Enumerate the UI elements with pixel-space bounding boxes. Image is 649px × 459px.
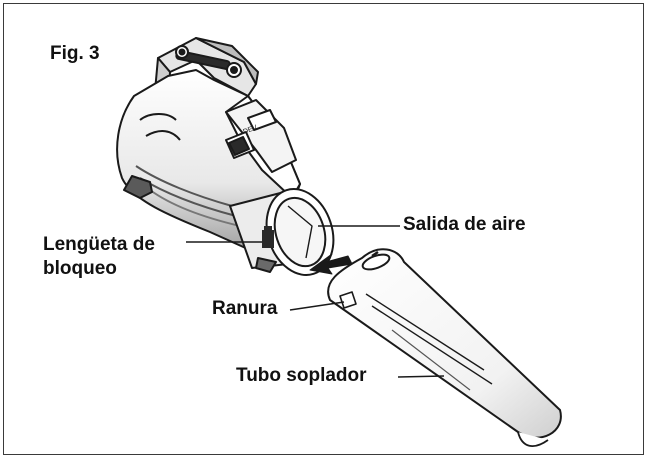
callout-locking-tab: Lengüeta de bloqueo bbox=[43, 233, 155, 281]
callout-slot: Ranura bbox=[212, 298, 277, 320]
callout-blower-tube: Tubo soplador bbox=[236, 365, 367, 387]
leader-blower-tube bbox=[398, 376, 444, 377]
figure-label: Fig. 3 bbox=[50, 43, 100, 65]
callout-locking-tab-line1: Lengüeta de bbox=[43, 233, 155, 257]
callout-locking-tab-line2: bloqueo bbox=[43, 257, 155, 281]
leader-slot bbox=[290, 302, 344, 310]
callout-air-outlet: Salida de aire bbox=[403, 214, 526, 236]
blower-tube bbox=[328, 249, 561, 446]
